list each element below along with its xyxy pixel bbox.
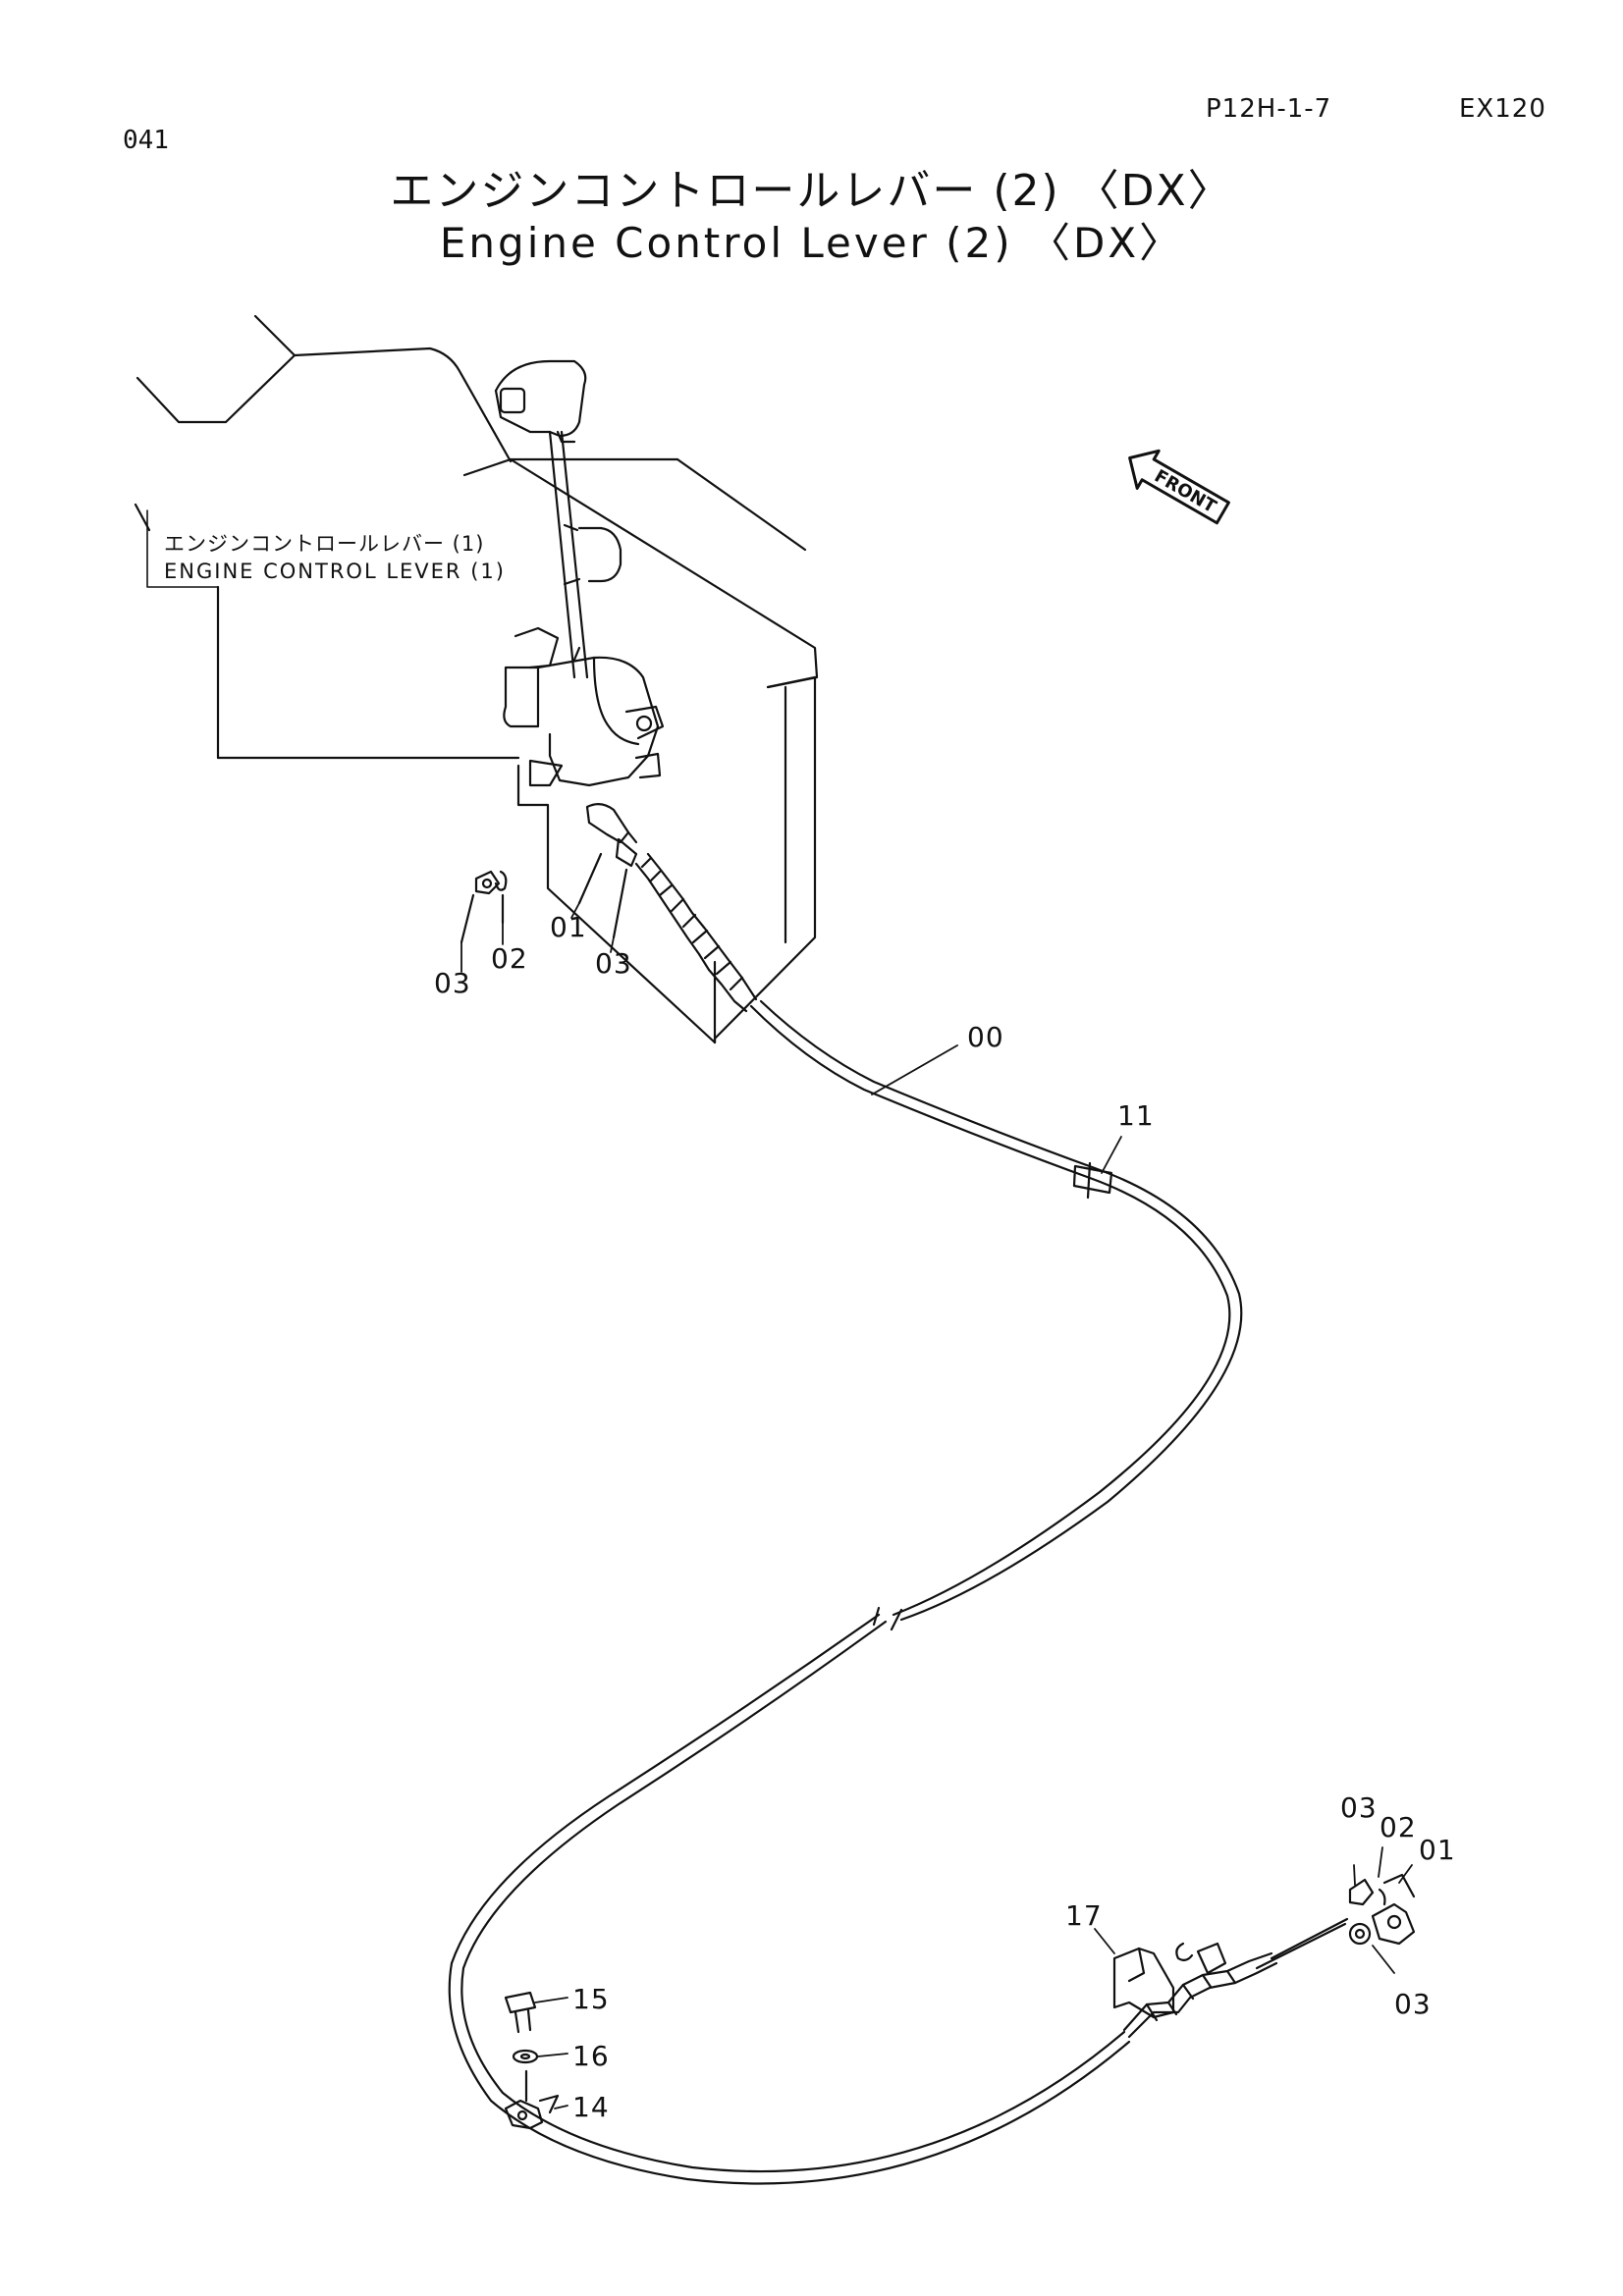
control-cable: [448, 999, 1243, 2185]
callout-lower-joint: 01: [1419, 1834, 1456, 1866]
reference-label-english: ENGINE CONTROL LEVER (1): [164, 560, 506, 583]
front-direction-marker: FRONT: [1114, 442, 1242, 534]
lever-assembly: [494, 359, 665, 787]
page-title-english: Engine Control Lever (2) 〈DX〉: [439, 219, 1184, 267]
lower-fittings: [504, 1873, 1416, 2130]
callout-bracket: 17: [1065, 1899, 1103, 1932]
callout-lower-nut-bottom: 03: [1394, 1988, 1432, 2020]
callout-washer: 16: [572, 2040, 610, 2072]
upper-fittings: [460, 803, 758, 1013]
callout-cable: 00: [967, 1021, 1004, 1053]
callout-upper-washer-left: 02: [491, 942, 528, 975]
machine-outline: [134, 314, 819, 1044]
callout-cable-clamp: 11: [1117, 1099, 1155, 1132]
callout-clamp: 14: [572, 2091, 610, 2123]
page-number: 041: [123, 126, 169, 155]
callout-upper-nut-left: 03: [434, 967, 471, 999]
reference-label-japanese: エンジンコントロールレバー (1): [164, 532, 485, 556]
reference-leaders: [146, 509, 219, 588]
front-arrow-icon: FRONT: [1128, 449, 1230, 525]
callout-leaders: [460, 902, 1413, 2109]
callout-lower-nut-top: 03: [1340, 1791, 1378, 1824]
callout-upper-joint: 01: [550, 911, 587, 943]
model-code: EX120: [1459, 94, 1546, 124]
callout-bolt: 15: [572, 1983, 610, 2015]
reference-code: P12H-1-7: [1206, 94, 1332, 124]
page-title-japanese: エンジンコントロールレバー (2) 〈DX〉: [390, 166, 1233, 216]
callout-lower-washer: 02: [1380, 1811, 1417, 1843]
callout-upper-nut-right: 03: [595, 947, 632, 980]
